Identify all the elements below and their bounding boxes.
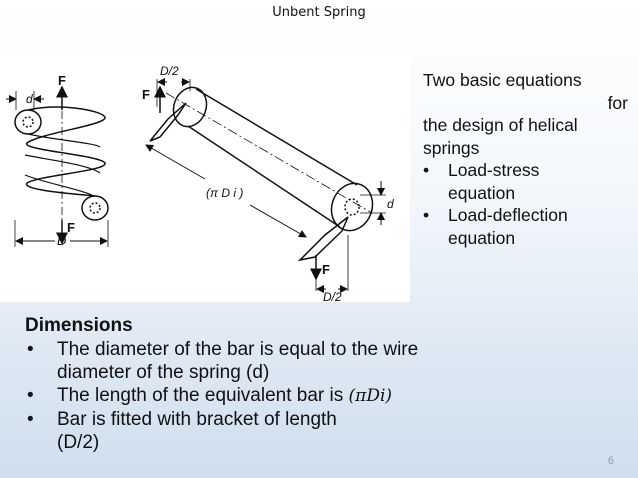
label-pi-di: (π D i )	[206, 186, 243, 200]
intro-line-1: Two basic equations	[423, 70, 582, 90]
intro-line-3: springs	[423, 137, 480, 158]
dimensions-heading: Dimensions	[25, 315, 133, 336]
bullet-line-1: Load-deflection	[448, 205, 568, 225]
equivalent-bar	[149, 86, 374, 262]
bullet-marker: •	[423, 205, 430, 225]
slide-title: Unbent Spring	[272, 5, 366, 20]
bullet-marker: •	[27, 409, 34, 430]
label-f-top-left: F	[58, 73, 66, 88]
bullet-marker: •	[27, 339, 34, 360]
label-D2-top: D/2	[160, 64, 179, 78]
page-number: 6	[607, 455, 614, 467]
item-line-1: Bar is fitted with bracket of length	[57, 409, 337, 430]
label-d-right: d	[387, 197, 394, 211]
list-item: • Load-stress equation	[423, 159, 628, 204]
label-d-left: d	[26, 92, 33, 106]
list-item: • Load-deflection equation	[423, 204, 628, 249]
label-D-bottom: D	[57, 233, 66, 248]
intro-for: for	[607, 92, 628, 113]
list-item: • The length of the equivalent bar is (π…	[25, 384, 585, 408]
equations-list: • Load-stress equation • Load-deflection…	[423, 159, 628, 249]
label-f-bottom-bar: F	[322, 262, 330, 277]
label-f-bottom-left: F	[67, 220, 75, 235]
list-item: • The diameter of the bar is equal to th…	[25, 338, 585, 384]
equations-panel: Two basic equations for the design of he…	[423, 69, 628, 249]
item-line-2: (D/2)	[57, 432, 100, 453]
bullet-marker: •	[423, 160, 430, 180]
bullet-line-2: equation	[448, 182, 516, 203]
bullet-line-2: equation	[448, 227, 516, 248]
bullet-marker: •	[27, 385, 34, 406]
item-line-2: diameter of the spring (d)	[57, 362, 270, 383]
label-f-top-bar: F	[142, 87, 150, 102]
list-item: • Bar is fitted with bracket of length (…	[25, 408, 585, 454]
dimensions-section: Dimensions • The diameter of the bar is …	[25, 314, 585, 454]
dimensions-list: • The diameter of the bar is equal to th…	[25, 338, 585, 454]
intro-line-2: the design of helical	[423, 115, 578, 135]
intro-text: Two basic equations for the design of he…	[423, 69, 628, 159]
label-D2-bottom: D/2	[323, 290, 342, 302]
helical-spring	[14, 106, 109, 221]
math-expression: (πDi)	[348, 386, 393, 406]
item-line-1: The diameter of the bar is equal to the …	[57, 339, 419, 360]
item-line-1: The length of the equivalent bar is	[57, 385, 344, 406]
spring-diagram: d F F D	[0, 55, 410, 302]
bullet-line-1: Load-stress	[448, 160, 540, 180]
